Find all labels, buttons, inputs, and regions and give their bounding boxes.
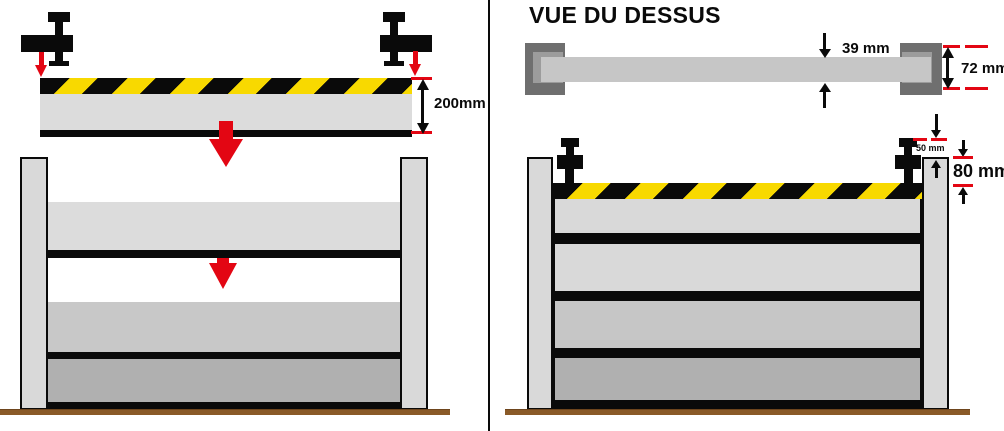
arrow-line [823, 90, 826, 108]
stacked-plank [48, 302, 400, 352]
plank-seal [553, 402, 922, 409]
arrow-line [823, 33, 826, 51]
arrow-head [942, 78, 954, 89]
ground-line [0, 409, 450, 415]
dimension-dash [965, 87, 988, 90]
arrow-head [931, 160, 941, 168]
clamp-knob-stem [55, 22, 63, 35]
arrow-head [409, 64, 421, 76]
plank-seal [48, 352, 400, 359]
double-arrow-icon [416, 79, 429, 134]
clamp-icon [21, 12, 73, 66]
down-arrow-icon [931, 114, 942, 138]
top-view-title: VUE DU DESSUS [529, 2, 721, 28]
hazard-stripe [40, 78, 412, 94]
arrow-head [931, 130, 941, 138]
barrier-post [527, 157, 553, 410]
arrow-head [35, 65, 47, 77]
ground-line [505, 409, 970, 415]
plank-thickness-dimension-label: 39 mm [842, 40, 890, 57]
red-insert-arrow-icon [209, 121, 243, 167]
up-arrow-icon [958, 187, 969, 204]
dimension-dash [931, 138, 947, 141]
arrow-head [819, 49, 831, 58]
arrow-line [421, 86, 424, 127]
clamp-clearance-dimension-label: 50 mm [916, 143, 945, 153]
arrow-line [962, 140, 965, 150]
stacked-plank [553, 356, 922, 402]
hazard-stripe [553, 183, 922, 199]
dimension-tick [411, 77, 432, 80]
arrow-line [935, 167, 938, 178]
dimension-dash [913, 138, 927, 141]
arrow-head [417, 123, 429, 134]
down-arrow-icon [818, 33, 831, 58]
stacked-plank [48, 359, 400, 402]
plank-seal [553, 350, 922, 356]
arrow-line [935, 114, 938, 131]
arrow-line [962, 194, 965, 204]
clamp-icon [557, 138, 583, 183]
panel-divider [488, 0, 490, 431]
barrier-post [20, 157, 48, 410]
arrow-head [209, 263, 237, 289]
plank-seal [553, 235, 922, 242]
up-arrow-icon [931, 160, 942, 178]
post-width-dimension-label: 72 mm [961, 60, 1004, 77]
clamp-screw [55, 52, 63, 61]
plank-seal [48, 402, 400, 409]
red-down-arrow-icon [35, 52, 48, 77]
arrow-shaft [39, 52, 44, 65]
clamp-screw [565, 169, 574, 183]
clamp-knob-stem [566, 147, 574, 155]
stacked-plank [48, 202, 400, 250]
dimension-dash [953, 184, 973, 187]
clamp-foot [49, 61, 69, 66]
dimension-dash [953, 156, 973, 159]
arrow-head [958, 149, 968, 157]
arrow-head [942, 47, 954, 58]
plank-height-dimension-label: 200mm [434, 95, 486, 112]
arrow-line [946, 54, 949, 82]
clamp-knob [48, 12, 70, 22]
dimension-dash [943, 45, 960, 48]
clamp-knob [561, 138, 579, 147]
arrow-shaft [413, 51, 418, 64]
red-down-arrow-icon [409, 51, 422, 76]
plank-seal [48, 250, 400, 258]
dimension-dash [965, 45, 988, 48]
plank-seal [553, 293, 922, 299]
clamp-body [21, 35, 73, 52]
clamp-body [557, 155, 583, 169]
clamp-screw [904, 169, 913, 183]
clamp-knob-stem [904, 147, 912, 155]
top-plank-body [553, 199, 922, 235]
arrow-head [819, 83, 831, 92]
plank-top-view [541, 57, 931, 82]
stacked-plank [553, 242, 922, 293]
double-arrow-icon [941, 47, 954, 89]
arrow-shaft [219, 121, 233, 140]
barrier-post [922, 157, 949, 410]
arrow-head [209, 139, 243, 167]
arrow-head [417, 79, 429, 90]
down-arrow-icon [958, 140, 969, 157]
stacked-plank [553, 299, 922, 350]
arrow-head [958, 187, 968, 195]
up-arrow-icon [818, 83, 831, 108]
barrier-post [400, 157, 428, 410]
post-overhang-dimension-label: 80 mm [953, 161, 1004, 181]
clamp-body [895, 155, 921, 169]
